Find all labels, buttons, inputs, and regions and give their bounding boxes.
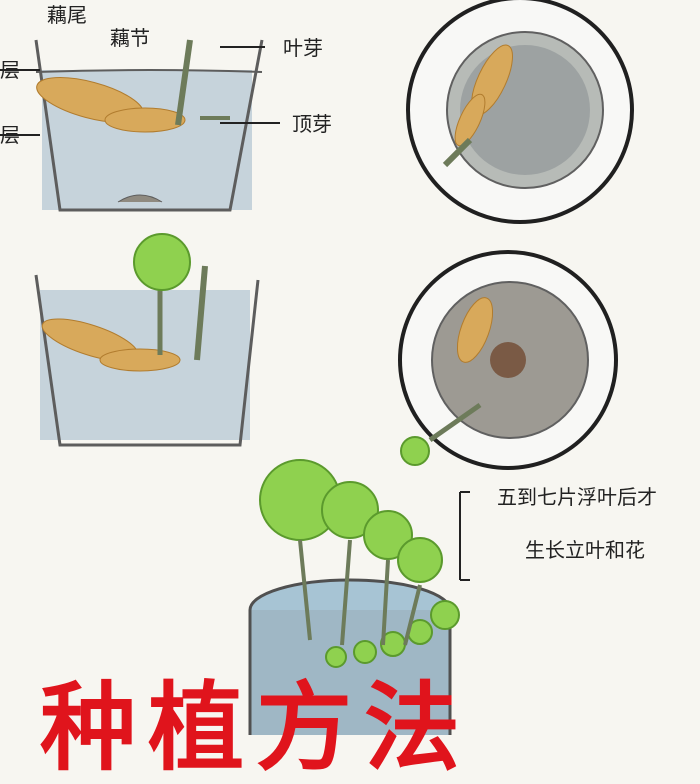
- bowl-illustration-1: [406, 0, 634, 224]
- label-tail: 藕尾: [47, 3, 87, 27]
- page-title: 种植方法: [40, 672, 472, 784]
- bowl-illustration-2: [398, 250, 618, 470]
- label-layer-upper: 层: [0, 58, 20, 82]
- note-line2: 生长立叶和花: [525, 538, 645, 562]
- label-node: 藕节: [110, 26, 150, 50]
- note-line1-text: 五到七片浮叶后: [497, 485, 637, 509]
- label-leaf-bud: 叶芽: [283, 36, 323, 60]
- note-line1: 五到七片浮叶后才: [497, 487, 657, 507]
- pot-illustration-1: [34, 39, 264, 212]
- label-top-bud: 顶芽: [292, 112, 332, 136]
- label-layer-lower: 层: [0, 123, 20, 147]
- pot-illustration-3: [248, 459, 460, 735]
- illustration-canvas: [0, 0, 634, 735]
- note-line1-tail: 才: [637, 485, 657, 509]
- pot-illustration-2: [34, 233, 260, 447]
